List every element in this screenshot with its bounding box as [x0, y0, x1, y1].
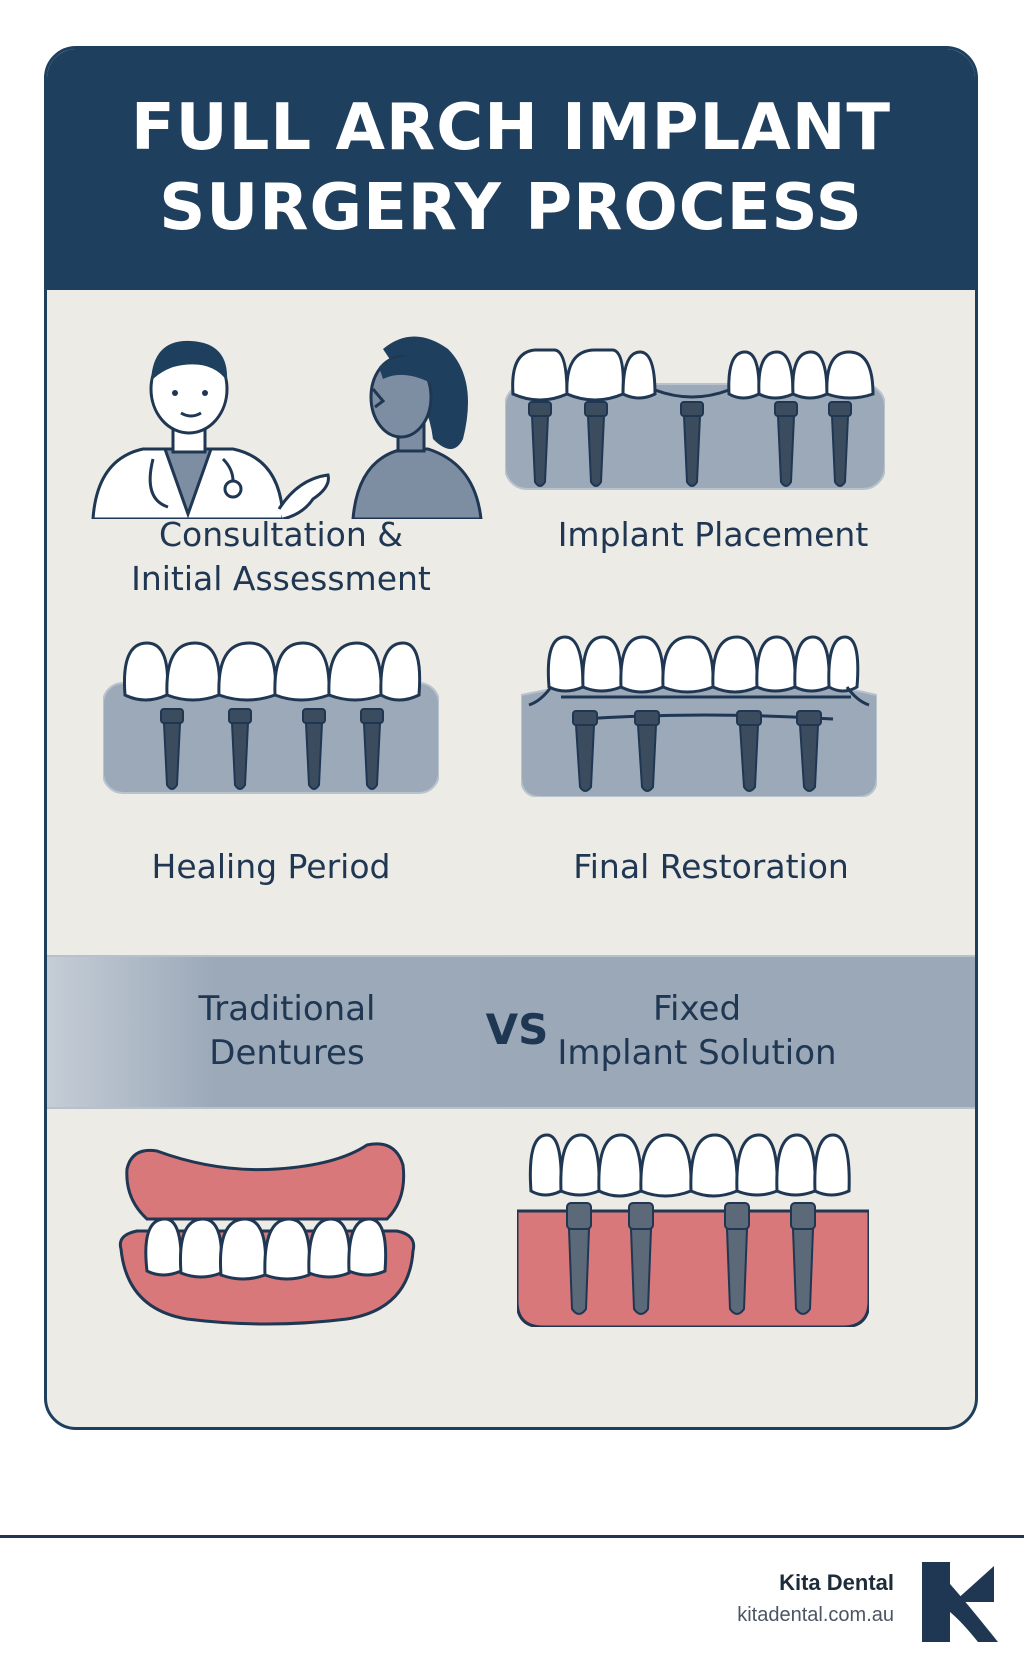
final-restoration-icon	[521, 635, 877, 797]
patient-icon	[351, 336, 483, 519]
step-consultation-label: Consultation & Initial Assessment	[131, 515, 431, 598]
implant-placement-icon	[505, 348, 885, 490]
page-title-line-1: FULL ARCH IMPLANT	[130, 91, 892, 165]
denture-icon	[118, 1142, 416, 1326]
traditional-dentures-label: Traditional Dentures	[198, 989, 376, 1073]
healing-icon	[103, 641, 439, 794]
comparison-band: Traditional Dentures VS Fixed Implant So…	[47, 955, 975, 1109]
vs-label: VS	[485, 1005, 549, 1054]
fixed-implant-icon	[517, 1133, 869, 1327]
consultation-illustration	[91, 336, 483, 519]
step-final-restoration-label: Final Restoration	[573, 847, 849, 886]
header-banner: FULL ARCH IMPLANT SURGERY PROCESS	[47, 49, 975, 290]
brand-url-link[interactable]: kitadental.com.au	[737, 1604, 894, 1626]
brand-name: Kita Dental	[779, 1570, 894, 1595]
doctor-icon	[91, 340, 330, 519]
step-implant-placement-label: Implant Placement	[557, 515, 869, 554]
infographic-card: FULL ARCH IMPLANT SURGERY PROCESS	[44, 46, 978, 1430]
footer-divider	[0, 1535, 1024, 1538]
page-title-line-2: SURGERY PROCESS	[159, 171, 863, 245]
step-healing-label: Healing Period	[151, 847, 391, 886]
kita-logo-icon	[922, 1562, 998, 1642]
fixed-implant-solution-label: Fixed Implant Solution	[557, 989, 837, 1073]
